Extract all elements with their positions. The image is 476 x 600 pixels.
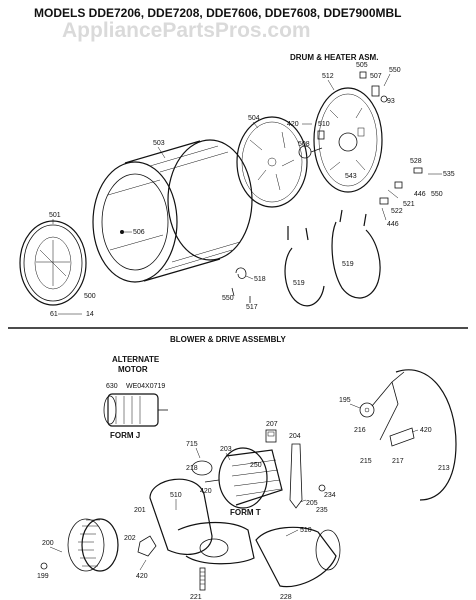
- part-label-517: 517: [246, 304, 258, 311]
- part-label-203: 203: [220, 446, 232, 453]
- form-j-label: FORM J: [110, 431, 140, 440]
- part-label-630: 630: [106, 383, 118, 390]
- part-label-221: 221: [190, 594, 202, 600]
- heater-coil-519-right: [331, 209, 381, 299]
- exhaust-duct-228: [255, 526, 341, 588]
- part-label-we04x0719: WE04X0719: [126, 383, 165, 390]
- rear-bulkhead-512: [313, 87, 383, 193]
- drum-back-504: [236, 116, 308, 208]
- part-label-195: 195: [339, 397, 351, 404]
- part-label-205: 205: [306, 500, 318, 507]
- part-label-215: 215: [360, 458, 372, 465]
- drive-motor-form-t: [204, 447, 283, 509]
- part-label-506: 506: [133, 229, 145, 236]
- part-label-543: 543: [345, 173, 357, 180]
- impeller-202: [137, 535, 157, 557]
- alt-motor-title-1: ALTERNATE: [112, 355, 160, 364]
- part-label-216: 216: [354, 427, 366, 434]
- heater-coil-519-left: [284, 226, 325, 307]
- alt-motor-title-2: MOTOR: [118, 365, 148, 374]
- part-label-508: 508: [298, 141, 310, 148]
- tube-221: [199, 567, 206, 591]
- section-title-drum: DRUM & HEATER ASM.: [290, 53, 378, 62]
- part-label-550b: 550: [431, 191, 443, 198]
- part-label-715: 715: [186, 441, 198, 448]
- clip-518: [235, 267, 247, 279]
- part-label-207: 207: [266, 421, 278, 428]
- idler-arm-215: [371, 371, 405, 441]
- part-label-500: 500: [84, 293, 96, 300]
- form-t-label: FORM T: [230, 508, 261, 517]
- part-label-512: 512: [322, 73, 334, 80]
- bracket-204: [289, 443, 303, 509]
- part-label-522: 522: [391, 208, 403, 215]
- drum-503: [92, 139, 253, 283]
- part-label-519a: 519: [293, 280, 305, 287]
- part-label-446a: 446: [414, 191, 426, 198]
- drive-belt-213: [395, 369, 457, 501]
- part-label-507: 507: [370, 73, 382, 80]
- switch-207: [265, 429, 277, 443]
- part-label-535: 535: [443, 171, 455, 178]
- part-label-510c: 510: [300, 527, 312, 534]
- section-title-blower: BLOWER & DRIVE ASSEMBLY: [170, 335, 287, 344]
- part-label-528: 528: [410, 158, 422, 165]
- part-label-235: 235: [316, 507, 328, 514]
- part-label-420d: 420: [136, 573, 148, 580]
- part-label-521: 521: [403, 201, 415, 208]
- part-label-14: 14: [86, 311, 94, 318]
- part-label-199: 199: [37, 573, 49, 580]
- front-seal-501: [19, 220, 87, 306]
- idler-pulley-216: [359, 402, 375, 418]
- part-label-200: 200: [42, 540, 54, 547]
- watermark: AppliancePartsPros.com: [62, 19, 311, 42]
- part-label-93: 93: [387, 98, 395, 105]
- part-label-503: 503: [153, 140, 165, 147]
- models-title: MODELS DDE7206, DDE7208, DDE7606, DDE760…: [34, 6, 402, 20]
- blower-housing: [149, 478, 255, 565]
- part-label-519b: 519: [342, 261, 354, 268]
- part-label-518: 518: [254, 276, 266, 283]
- part-label-217: 217: [392, 458, 404, 465]
- part-label-501: 501: [49, 212, 61, 219]
- alternate-motor-630: [103, 393, 168, 427]
- bracket-217: [389, 427, 415, 447]
- part-label-420a: 420: [287, 121, 299, 128]
- part-label-213: 213: [438, 465, 450, 472]
- part-label-250: 250: [250, 462, 262, 469]
- part-label-510b: 510: [170, 492, 182, 499]
- part-label-505: 505: [356, 62, 368, 69]
- idler-508: [298, 145, 323, 159]
- part-label-550a: 550: [389, 67, 401, 74]
- part-label-228: 228: [280, 594, 292, 600]
- part-label-218: 218: [186, 465, 198, 472]
- part-label-202: 202: [124, 535, 136, 542]
- part-label-61: 61: [50, 311, 58, 318]
- part-label-550c: 550: [222, 295, 234, 302]
- part-label-420b: 420: [420, 427, 432, 434]
- part-label-446b: 446: [387, 221, 399, 228]
- clip-203: [191, 460, 213, 476]
- part-label-234: 234: [324, 492, 336, 499]
- part-label-201: 201: [134, 507, 146, 514]
- part-label-510a: 510: [318, 121, 330, 128]
- part-label-504: 504: [248, 115, 260, 122]
- part-label-420c: 420: [200, 488, 212, 495]
- blower-wheel-200: [67, 518, 119, 572]
- part-label-204: 204: [289, 433, 301, 440]
